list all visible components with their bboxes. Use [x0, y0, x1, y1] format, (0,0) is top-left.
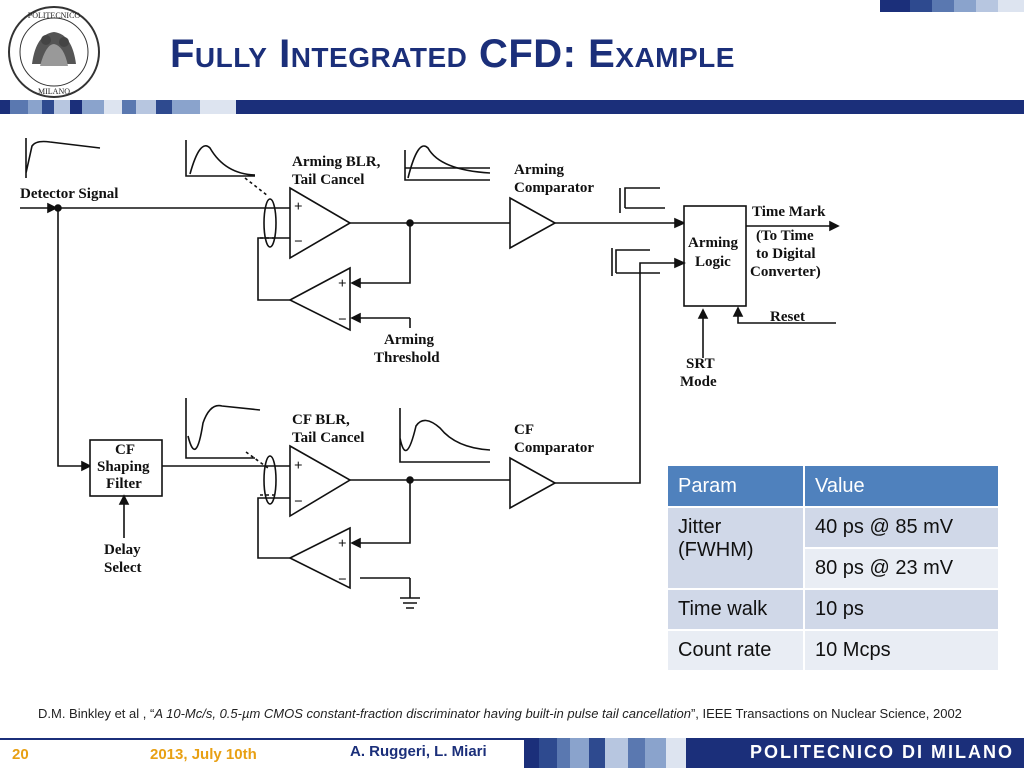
footer-brand: POLITECNICO DI MILANO	[750, 742, 1014, 762]
cfd-block-diagram: Detector Signal Arming BLR, Tail Cancel …	[20, 138, 840, 609]
footer-date: 2013, July 10th	[150, 746, 257, 763]
label-cf-filter-2: Shaping	[97, 459, 150, 475]
table-row: 80 ps @ 23 mV	[668, 547, 998, 588]
label-cf-filter-3: Filter	[106, 476, 142, 492]
table-header-param: Param	[668, 466, 805, 506]
value-cell: 80 ps @ 23 mV	[805, 547, 998, 588]
plus-sign: +	[338, 536, 347, 552]
label-to-time-1: (To Time	[756, 228, 814, 244]
label-srt-2: Mode	[680, 374, 717, 390]
label-time-mark: Time Mark	[752, 204, 826, 220]
ref-rest: ”, IEEE Transactions on Nuclear Science,…	[690, 706, 962, 721]
page-title: Fully Integrated CFD: Example	[170, 32, 735, 76]
label-reset: Reset	[770, 309, 805, 325]
label-arming-thr-2: Threshold	[374, 350, 440, 366]
top-color-strip	[880, 0, 1024, 12]
reference-citation: D.M. Binkley et al , “A 10-Mc/s, 0.5-µm …	[38, 706, 978, 722]
label-delay-1: Delay	[104, 542, 141, 558]
table-row: Jitter (FWHM) 40 ps @ 85 mV	[668, 506, 998, 588]
minus-sign: −	[338, 572, 347, 588]
label-cf-comp-1: CF	[514, 422, 534, 438]
table-header-value: Value	[805, 466, 998, 506]
param-cell: Time walk	[668, 588, 805, 629]
footer: 20 2013, July 10th A. Ruggeri, L. Miari …	[0, 738, 1024, 768]
param-cell: Jitter (FWHM)	[668, 506, 805, 588]
page-number: 20	[12, 746, 29, 763]
label-arming-blr-2: Tail Cancel	[292, 172, 364, 188]
ref-title: A 10-Mc/s, 0.5-µm CMOS constant-fraction…	[154, 706, 691, 721]
param-table: Param Value Jitter (FWHM) 40 ps @ 85 mV …	[668, 466, 998, 670]
value-cell: 10 Mcps	[805, 629, 998, 670]
table-row: Time walk 10 ps	[668, 588, 998, 629]
logo-text-bottom: MILANO	[38, 87, 70, 96]
label-arming-thr-1: Arming	[384, 332, 434, 348]
value-cell: 10 ps	[805, 588, 998, 629]
param-cell: Count rate	[668, 629, 805, 670]
footer-brand-band	[524, 738, 1024, 768]
label-to-time-2: to Digital	[756, 246, 816, 262]
plus-sign: +	[294, 199, 303, 215]
plus-sign: +	[294, 458, 303, 474]
minus-sign: −	[338, 312, 347, 328]
label-to-time-3: Converter)	[750, 264, 821, 280]
logo-text-top: POLITECNICO	[28, 11, 81, 20]
label-cf-filter-1: CF	[115, 442, 135, 458]
label-delay-2: Select	[104, 560, 141, 576]
label-cf-blr-1: CF BLR,	[292, 412, 350, 428]
label-arming-blr-1: Arming BLR,	[292, 154, 381, 170]
label-srt-1: SRT	[686, 356, 715, 372]
value-cell: 40 ps @ 85 mV	[805, 506, 998, 547]
label-cf-comp-2: Comparator	[514, 440, 594, 456]
ref-authors: D.M. Binkley et al , “	[38, 706, 155, 721]
label-arming-comp-2: Comparator	[514, 180, 594, 196]
plus-sign: +	[338, 276, 347, 292]
label-arming-logic-1: Arming	[688, 235, 738, 251]
politecnico-logo: POLITECNICO MILANO	[8, 6, 100, 98]
table-row: Count rate 10 Mcps	[668, 629, 998, 670]
header-band	[0, 100, 1024, 114]
minus-sign: −	[294, 494, 303, 510]
footer-authors: A. Ruggeri, L. Miari	[350, 743, 487, 760]
label-detector-signal: Detector Signal	[20, 186, 118, 202]
label-arming-logic-2: Logic	[695, 254, 731, 270]
minus-sign: −	[294, 234, 303, 250]
label-cf-blr-2: Tail Cancel	[292, 430, 364, 446]
label-arming-comp-1: Arming	[514, 162, 564, 178]
